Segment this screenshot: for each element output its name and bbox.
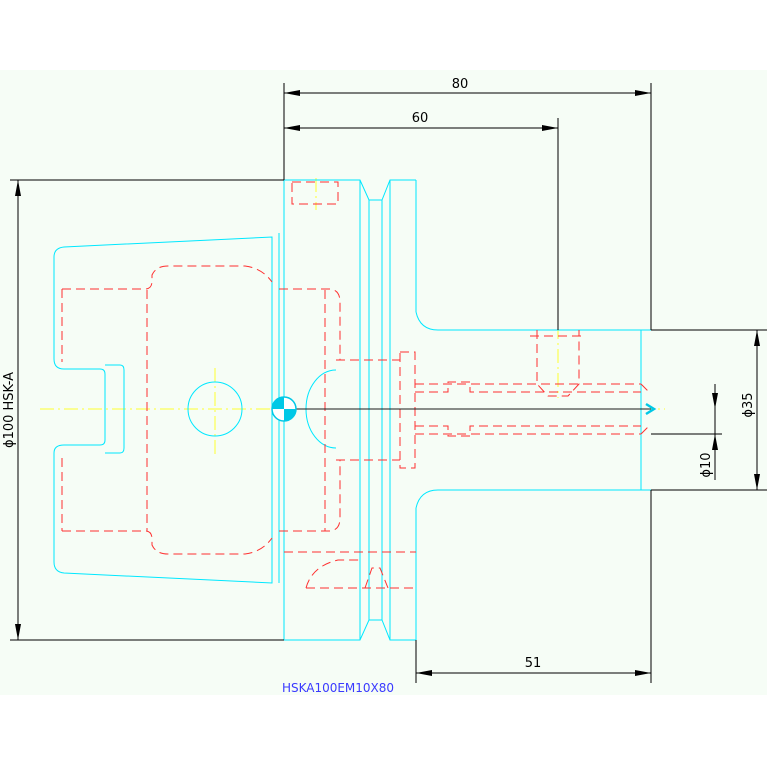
dim-10-label: ϕ10: [699, 452, 714, 477]
extension-body: [415, 311, 642, 509]
dim-80-label: 80: [452, 77, 469, 92]
lower-arc-hidden: [305, 559, 360, 589]
setscrew-hole: [536, 330, 580, 397]
part-designation: HSKA100EM10X80: [282, 681, 394, 695]
bore-upper-hidden: [279, 288, 341, 360]
bore-end-upper: [305, 369, 337, 410]
bore-chamfer: [640, 383, 650, 435]
hidden-lines: [61, 181, 650, 589]
drive-slot-outline: [105, 364, 125, 454]
dimensions: [10, 83, 767, 683]
dim-35-label: ϕ35: [741, 392, 756, 417]
bore-lower-hidden: [279, 460, 341, 532]
flange-hole-hidden: [291, 181, 339, 205]
tool-bore-bottom: [415, 425, 641, 437]
bore-end-lower: [305, 408, 337, 449]
cross-hole: [187, 381, 243, 437]
inner-cavity-bottom: [62, 530, 273, 555]
flange-top-groove: [284, 179, 416, 201]
front-point-marker: [645, 402, 657, 416]
dim-51-label: 51: [525, 656, 542, 671]
dim-100-label: ϕ100 HSK-A: [2, 372, 17, 448]
gauge-quadrant-1: [272, 397, 284, 409]
tool-bore-top: [415, 381, 641, 393]
clamp-bore-step: [399, 351, 416, 469]
dim-60-label: 60: [412, 111, 429, 126]
hsk-taper-shank: [53, 236, 273, 584]
gauge-point-symbol: [271, 396, 297, 422]
drawing-sheet: [0, 70, 767, 695]
inner-cavity-top: [62, 265, 273, 290]
flange-bottom-groove: [284, 619, 416, 641]
gauge-quadrant-2: [284, 409, 296, 421]
